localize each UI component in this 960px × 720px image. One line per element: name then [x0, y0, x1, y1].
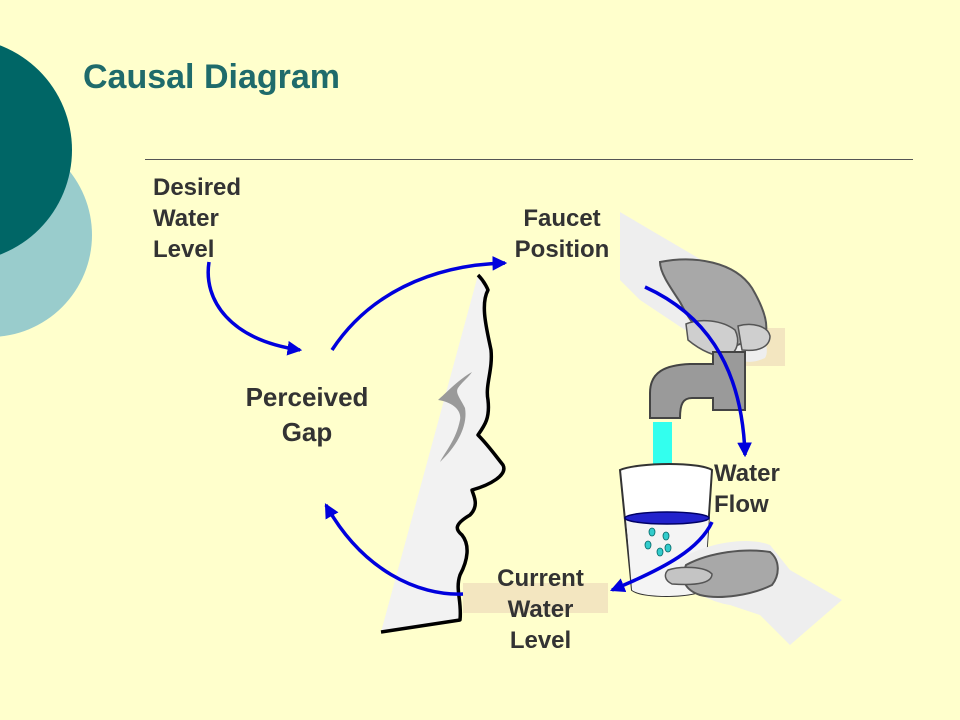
arrow-gap-to-faucet	[330, 255, 508, 351]
glass-hand-illustration	[664, 540, 842, 645]
slide-title: Causal Diagram	[83, 58, 340, 96]
faucet-hand-illustration	[620, 212, 785, 366]
node-perceived-gap: Perceived Gap	[245, 382, 369, 447]
arrow-faucet-to-flow	[644, 285, 752, 458]
node-desired-water-level: Desired Water Level	[153, 174, 242, 263]
node-current-water-level: Current Water Level	[497, 565, 584, 654]
face-profile-illustration	[380, 273, 506, 634]
current-level-label-bg	[463, 583, 608, 613]
title-divider	[145, 159, 913, 160]
arrow-current-to-gap	[324, 503, 464, 596]
faucet-illustration	[649, 351, 746, 419]
arrow-desired-to-gap	[206, 261, 303, 356]
node-faucet-position: Faucet Position	[514, 205, 610, 263]
decor-circle-dark	[0, 45, 72, 255]
arrow-flow-to-current	[609, 521, 714, 593]
node-water-flow: Water Flow	[714, 460, 780, 518]
